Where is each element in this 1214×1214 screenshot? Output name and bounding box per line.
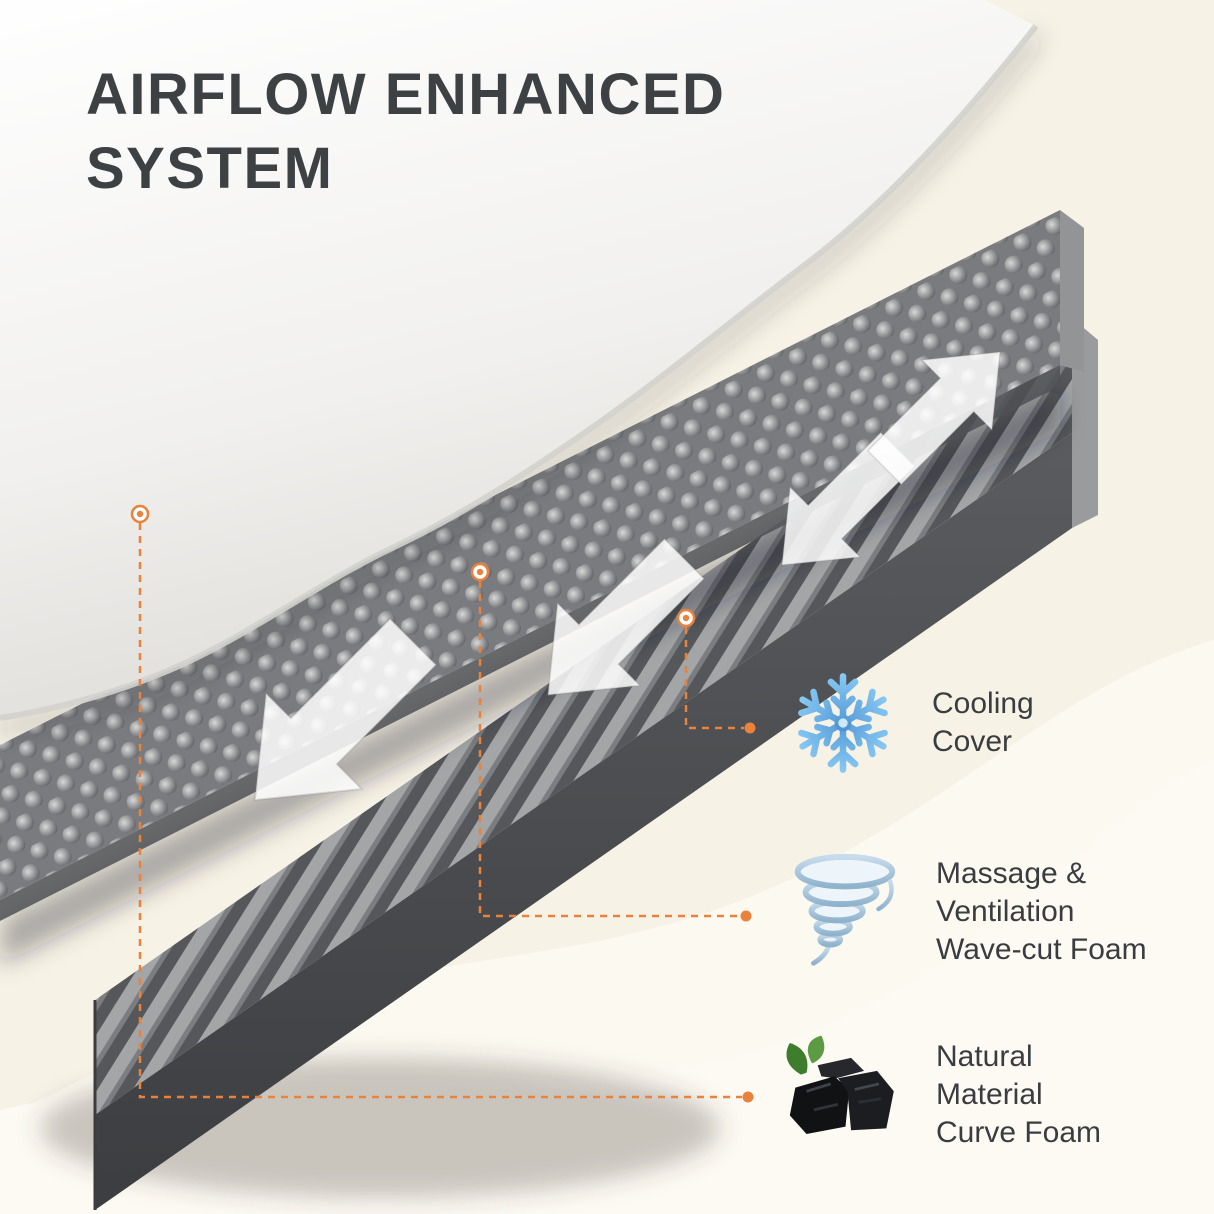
feature-label-wave-foam: Massage & Ventilation Wave-cut Foam — [936, 855, 1147, 969]
cover-edge — [0, 24, 1039, 721]
cover-sheet — [0, 0, 1036, 718]
feature-label-line: Cooling — [932, 687, 1034, 720]
snowflake-icon — [780, 662, 906, 784]
feature-label-line: Ventilation — [936, 895, 1075, 928]
airflow-arrow — [547, 537, 706, 696]
feature-label-line: Material — [936, 1078, 1043, 1111]
cover-edge-shadow — [0, 32, 1041, 734]
tornado-icon — [778, 845, 910, 979]
callout-end-dot — [740, 910, 752, 922]
feature-curve-foam: Natural Material Curve Foam — [768, 1030, 1101, 1160]
airflow-arrow — [253, 617, 438, 802]
airflow-arrow — [866, 351, 1001, 486]
feature-label-line: Cover — [932, 725, 1013, 758]
callout-dot-core — [682, 614, 690, 622]
callout-line-wave-foam — [478, 581, 740, 918]
callout-end-dot — [744, 722, 756, 734]
cooling-cover-layer — [0, 0, 1041, 734]
callout-dot-core — [136, 510, 144, 518]
callout-end-dot — [742, 1091, 754, 1103]
feature-label-line: Curve Foam — [936, 1116, 1102, 1149]
airflow-arrows — [253, 351, 1001, 802]
callout-dot-core — [476, 568, 484, 576]
charcoal-icon — [768, 1030, 910, 1160]
feature-label-line: Massage & — [936, 857, 1087, 890]
page-title: AIRFLOW ENHANCED SYSTEM — [86, 58, 725, 206]
callout-lines — [138, 523, 744, 1099]
feature-label-line: Natural — [936, 1040, 1033, 1073]
callout-dots — [130, 504, 756, 1103]
feature-wave-foam: Massage & Ventilation Wave-cut Foam — [778, 845, 1147, 979]
callout-line-curve-foam — [138, 523, 742, 1099]
page-title-line1: AIRFLOW ENHANCED — [86, 62, 726, 127]
feature-cooling-cover: Cooling Cover — [780, 662, 1034, 784]
feature-label-cooling-cover: Cooling Cover — [932, 685, 1034, 761]
page-title-line2: SYSTEM — [86, 136, 334, 201]
feature-label-line: Wave-cut Foam — [936, 933, 1147, 966]
feature-label-curve-foam: Natural Material Curve Foam — [936, 1038, 1101, 1152]
